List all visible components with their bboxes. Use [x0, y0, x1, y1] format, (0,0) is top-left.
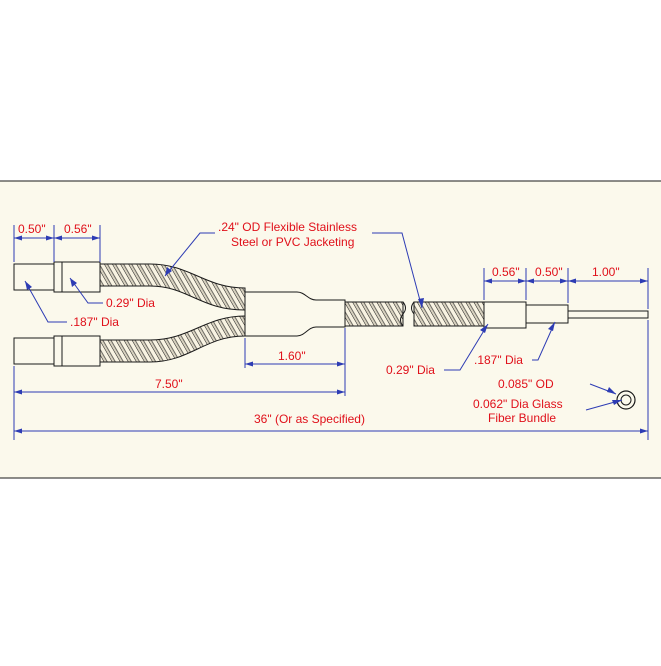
arrowhead	[480, 324, 488, 333]
arrowhead	[640, 428, 648, 434]
arrowhead	[418, 298, 424, 308]
label-bundle-line1: 0.062" Dia Glass	[473, 397, 563, 411]
label-029-left: 0.29" Dia	[106, 296, 155, 310]
arrowhead	[548, 322, 555, 331]
label-050-right: 0.50"	[535, 265, 563, 279]
leader-029-left	[69, 277, 103, 304]
lower-leg	[13, 315, 246, 367]
label-029-right: 0.29" Dia	[386, 363, 435, 377]
arrowhead	[14, 235, 22, 241]
arrowhead	[25, 281, 32, 290]
arrowhead	[14, 428, 22, 434]
arrowhead	[54, 235, 62, 241]
arrowhead	[70, 278, 77, 287]
arrowhead	[245, 361, 253, 367]
arrowhead	[484, 278, 492, 284]
right-tip	[525, 304, 569, 324]
label-750: 7.50"	[155, 377, 183, 391]
arrowhead	[165, 267, 172, 276]
leader-187-left	[24, 280, 67, 323]
end-view-inner	[620, 394, 632, 406]
breakout-body	[244, 291, 346, 337]
arrowhead	[518, 278, 526, 284]
arrowhead	[526, 278, 534, 284]
leader-jacket-right	[372, 232, 423, 309]
arrowhead	[46, 235, 54, 241]
label-100-right: 1.00"	[592, 265, 620, 279]
label-056-left: 0.56"	[64, 222, 92, 236]
label-bundle-line2: Fiber Bundle	[488, 411, 556, 425]
leader-187-right	[532, 321, 556, 361]
upper-tip	[13, 263, 55, 291]
fiber-bundle-end	[567, 310, 649, 319]
right-coil	[413, 301, 485, 327]
right-ferrule	[483, 301, 527, 329]
arrowhead	[607, 387, 616, 394]
label-jacket-line2: Steel or PVC Jacketing	[231, 235, 354, 249]
label-050-left: 0.50"	[18, 222, 46, 236]
arrowhead	[337, 361, 345, 367]
leader-jacket-left	[164, 232, 215, 277]
arrowhead	[92, 235, 100, 241]
label-056-right: 0.56"	[492, 265, 520, 279]
arrowhead	[560, 278, 568, 284]
label-187-left: .187" Dia	[70, 315, 119, 329]
lower-ferrule	[53, 335, 101, 367]
label-187-right: .187" Dia	[474, 353, 523, 367]
label-160: 1.60"	[278, 349, 306, 363]
arrowhead	[337, 389, 345, 395]
leader-029-right	[444, 323, 489, 371]
arrowhead	[612, 400, 622, 405]
break-left	[400, 301, 406, 327]
arrowhead	[640, 278, 648, 284]
label-od-085: 0.085" OD	[498, 377, 554, 391]
arrowhead	[14, 389, 22, 395]
label-total: 36" (Or as Specified)	[254, 412, 365, 426]
arrowhead	[568, 278, 576, 284]
center-coil	[344, 301, 404, 327]
lower-tip	[13, 337, 55, 365]
label-jacket-line1: .24" OD Flexible Stainless	[218, 220, 357, 234]
